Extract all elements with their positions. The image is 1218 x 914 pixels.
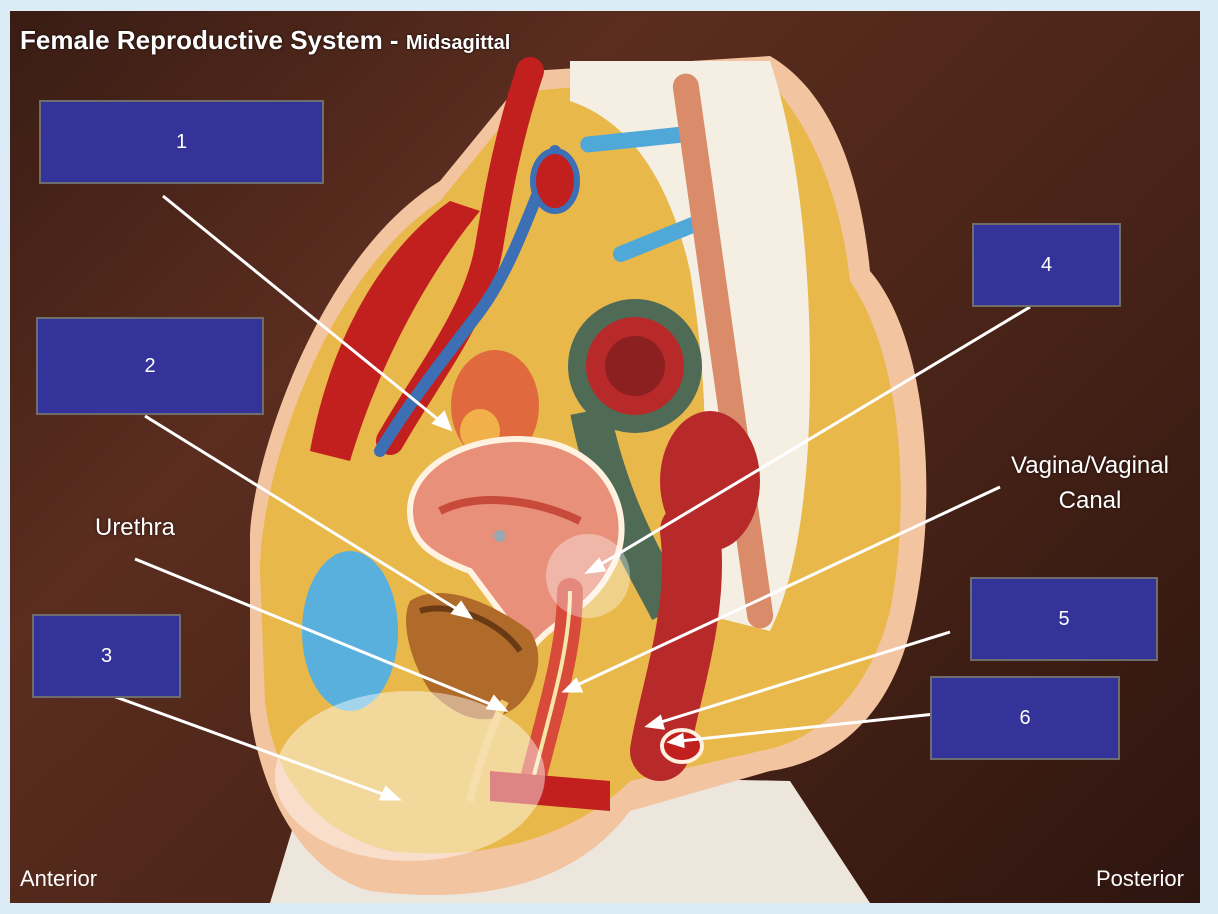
- urethra-label: Urethra: [80, 510, 190, 545]
- pointer-line-6: [679, 712, 936, 743]
- vulva-highlight: [275, 691, 545, 861]
- title-sub: Midsagittal: [405, 32, 511, 54]
- pointer-line-1: [162, 194, 441, 423]
- label-box-4[interactable]: 4: [972, 223, 1121, 307]
- cervix-highlight: [546, 534, 630, 618]
- pointer-line-4: [597, 305, 1031, 568]
- vein: [374, 145, 561, 457]
- label-box-3[interactable]: 3: [32, 614, 181, 698]
- posterior-text: Posterior: [1095, 866, 1184, 891]
- page-title: Female Reproductive System - Midsagittal: [20, 25, 510, 56]
- pointer-line-5: [657, 630, 951, 725]
- perineal-muscle: [490, 771, 610, 811]
- label-box-2[interactable]: 2: [36, 317, 264, 415]
- anterior-text: Anterior: [20, 866, 98, 891]
- title-main: Female Reproductive System -: [20, 25, 406, 55]
- pointer-line-urethra: [134, 557, 496, 708]
- posterior-label: Posterior: [1096, 866, 1184, 892]
- label-number: 4: [1040, 253, 1053, 276]
- vertebral-disc: [580, 125, 700, 153]
- vessel-loop: [530, 148, 580, 214]
- label-box-5[interactable]: 5: [970, 577, 1158, 661]
- label-number: 3: [100, 644, 113, 667]
- label-number: 5: [1058, 607, 1070, 630]
- abdominal-muscle: [310, 201, 480, 461]
- label-number: 1: [175, 130, 188, 153]
- label-box-6[interactable]: 6: [930, 676, 1120, 760]
- vagina-label: Vagina/Vaginal Canal: [985, 448, 1195, 518]
- pointer-line-2: [144, 414, 461, 613]
- vagina-text-line1: Vagina/Vaginal: [1011, 452, 1169, 479]
- vertebral-disc: [612, 216, 703, 262]
- label-number: 6: [1019, 706, 1031, 729]
- pointer-line-vagina: [574, 485, 1001, 688]
- urinary-bladder: [406, 592, 539, 720]
- diagram-frame: Female Reproductive System - Midsagittal…: [10, 11, 1200, 903]
- anatomy-illustration: [112, 56, 1031, 903]
- label-number: 2: [144, 354, 156, 377]
- vagina-text-line2: Canal: [1058, 487, 1122, 514]
- label-box-1[interactable]: 1: [39, 100, 324, 184]
- pubic-symphysis: [302, 551, 398, 711]
- urethra-text: Urethra: [94, 514, 176, 541]
- anterior-label: Anterior: [20, 866, 97, 892]
- pointer-line-3: [112, 694, 389, 798]
